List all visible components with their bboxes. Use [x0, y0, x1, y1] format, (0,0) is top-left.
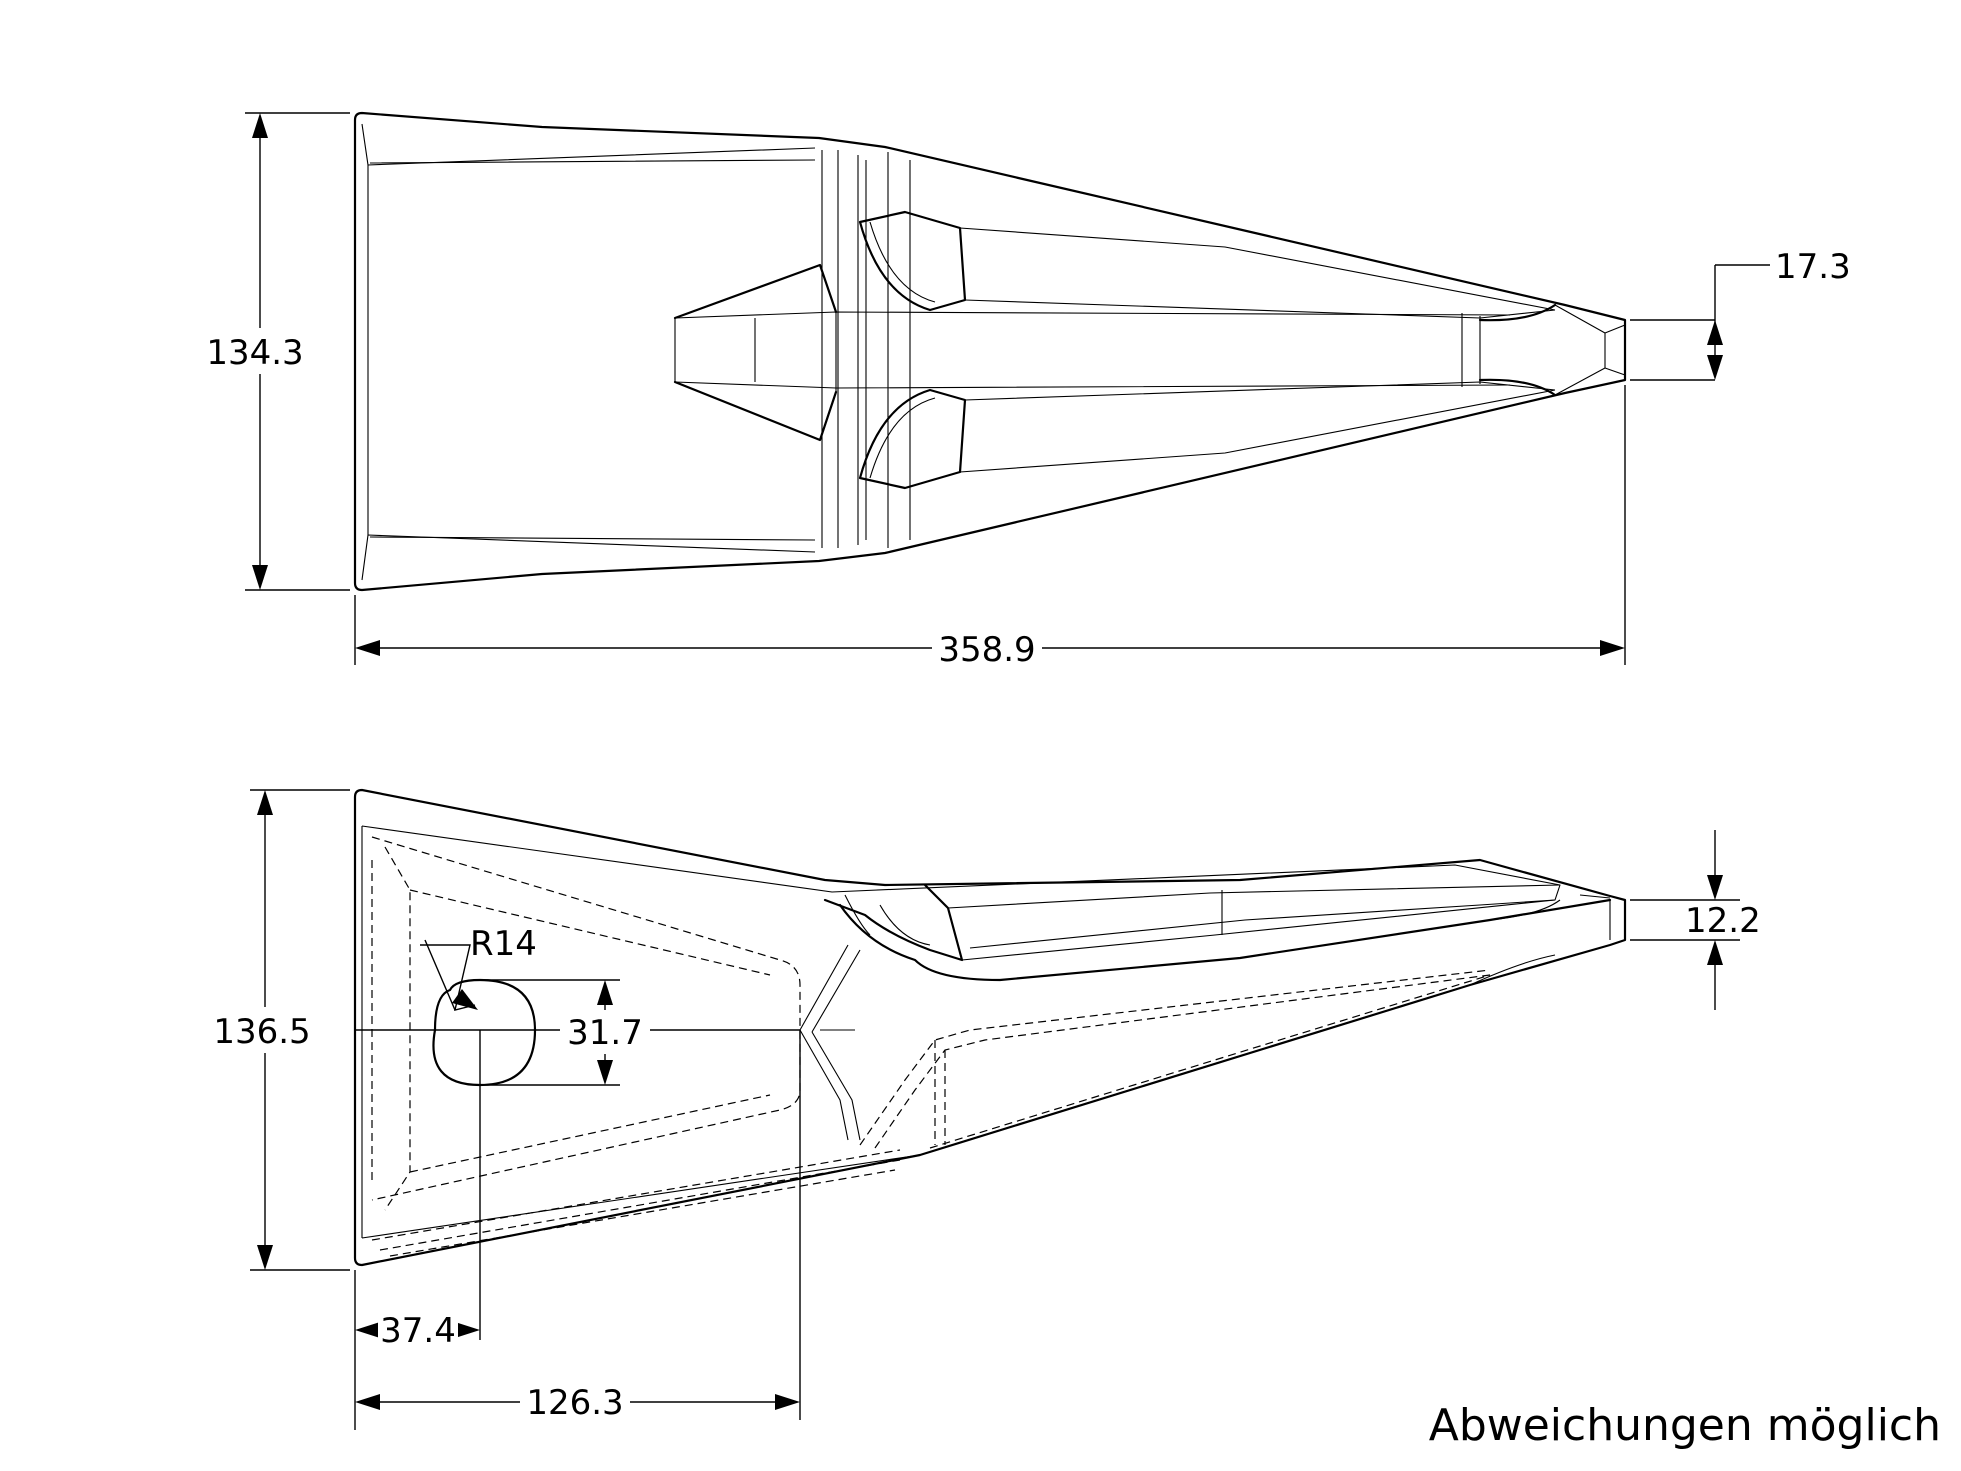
dim-side-height: 136.5	[213, 1012, 310, 1052]
deviation-note: Abweichungen möglich	[1428, 1400, 1941, 1451]
side-view-dimensions: 136.5 12.2 R14 31.7 37.4 126.3	[212, 789, 1761, 1430]
dim-top-tip: 17.3	[1775, 247, 1851, 287]
dim-hole-height: 31.7	[567, 1013, 643, 1053]
dim-top-height: 134.3	[206, 333, 303, 373]
side-view	[353, 788, 1627, 1420]
dim-hole-depth: 126.3	[526, 1383, 623, 1423]
dim-hole-offset: 37.4	[380, 1311, 456, 1351]
top-view-dimensions: 134.3 358.9 17.3	[206, 112, 1851, 671]
top-view	[353, 111, 1627, 592]
dim-side-tip: 12.2	[1685, 901, 1761, 941]
dim-hole-radius: R14	[470, 924, 537, 964]
dim-top-length: 358.9	[938, 630, 1035, 670]
